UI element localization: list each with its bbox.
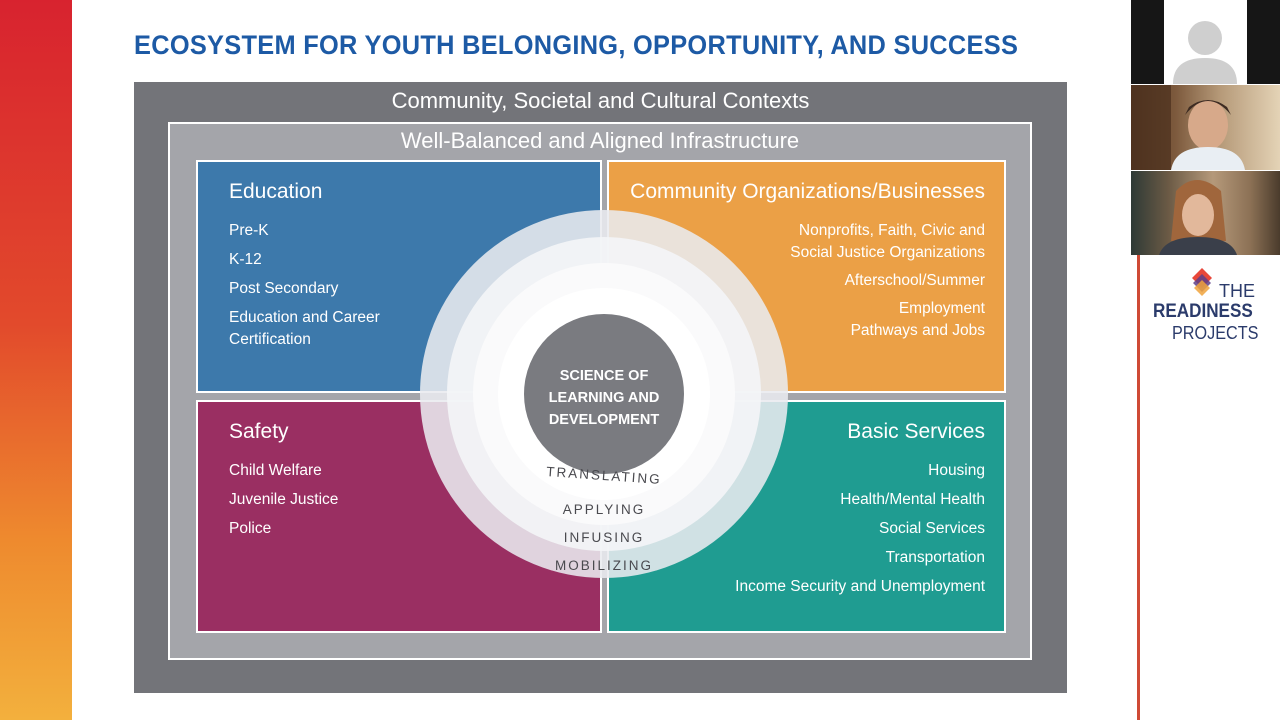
slide-title: ECOSYSTEM FOR YOUTH BELONGING, OPPORTUNI… [134,30,1019,60]
core-science-label: SCIENCE OF LEARNING AND DEVELOPMENT [499,365,709,431]
list-item: Police [229,520,272,537]
logo-text-the: THE [1219,281,1255,301]
ring-label-infusing: INFUSING [563,530,645,545]
user-avatar-icon [1173,21,1237,84]
list-item: Health/Mental Health [840,491,985,508]
basic-services-list: Housing Health/Mental Health Social Serv… [735,460,985,605]
participant-tile[interactable] [1131,171,1280,255]
list-item: Housing [928,462,985,479]
basic-services-quadrant: Basic Services Housing Health/Mental Hea… [607,400,1006,633]
list-item: Afterschool/Summer [844,272,985,289]
core-line: DEVELOPMENT [548,412,660,428]
video-feed-icon [1131,85,1245,170]
education-list: Pre-K K-12 Post Secondary Education and … [229,220,380,358]
list-item: Child Welfare [229,462,322,479]
list-item: Social Services [879,520,985,537]
list-item: K-12 [229,251,262,268]
list-item: Pre-K [229,222,269,239]
panel-divider [1137,255,1140,720]
ring-label-mobilizing: MOBILIZING [554,558,653,573]
community-list: Nonprofits, Faith, Civic and Social Just… [790,220,985,348]
education-title: Education [229,180,323,203]
infrastructure-label: Well-Balanced and Aligned Infrastructure [400,128,800,153]
community-title: Community Organizations/Businesses [630,180,985,203]
outer-context-label: Community, Societal and Cultural Context… [391,88,810,113]
participants-panel [1131,0,1280,720]
concentric-rings [420,210,788,578]
list-item: Employment Pathways and Jobs [850,300,985,339]
list-item: Post Secondary [229,280,339,297]
logo-text-projects: PROJECTS [1172,323,1259,343]
video-feed-icon [1159,180,1237,255]
core-line: SCIENCE OF [559,368,649,384]
participant-tile[interactable] [1131,85,1280,170]
left-accent-bar [0,0,72,720]
list-item: Income Security and Unemployment [735,578,985,595]
list-item: Education and Career Certification [229,309,380,348]
basic-services-title: Basic Services [847,420,985,443]
list-item: Nonprofits, Faith, Civic and Social Just… [790,222,985,261]
ring-label-applying: APPLYING [562,502,646,517]
core-line: LEARNING AND [548,390,660,406]
safety-title: Safety [229,420,289,443]
safety-list: Child Welfare Juvenile Justice Police [229,460,338,547]
readiness-logo-icon [1192,268,1212,296]
logo-text-readiness: READINESS [1153,301,1253,322]
participant-tile[interactable] [1131,0,1280,84]
list-item: Juvenile Justice [229,491,339,508]
ecosystem-diagram: Community, Societal and Cultural Context… [134,82,1067,693]
avatar-background [1164,0,1247,84]
list-item: Transportation [885,549,985,566]
